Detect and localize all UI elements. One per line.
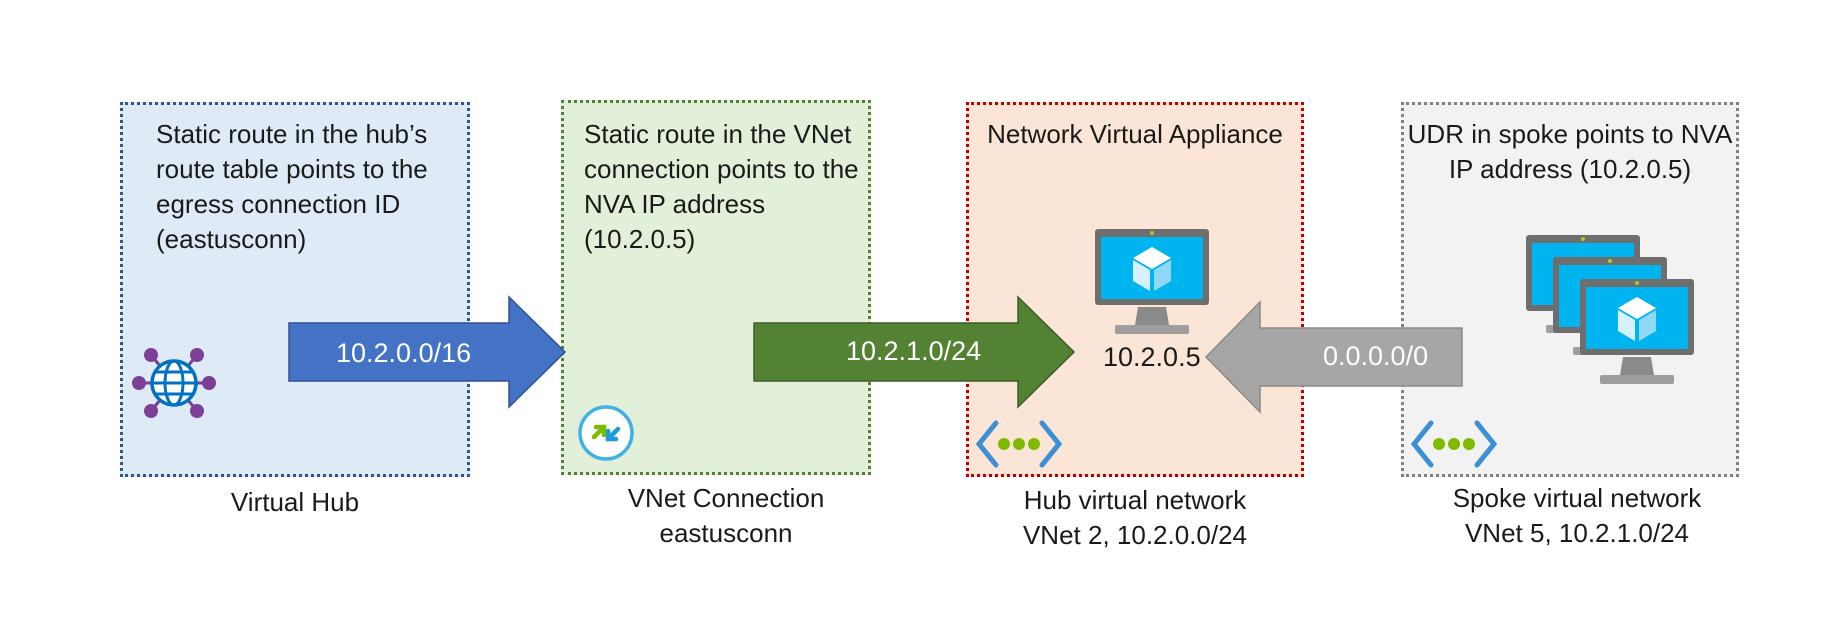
route-arrow-vnet-to-nva	[753, 295, 1076, 409]
hub-vnet-caption: Hub virtual network VNet 2, 10.2.0.0/24	[966, 483, 1304, 553]
hub-vnet-caption-line2: VNet 2, 10.2.0.0/24	[1022, 520, 1248, 550]
virtual-machine-icon	[1095, 229, 1209, 334]
hub-vnet-caption-line1: Hub virtual network	[1023, 485, 1247, 515]
vnet-connection-box: Static route in the VNet connection poin…	[561, 100, 871, 475]
virtual-network-icon	[975, 420, 1063, 468]
route-arrow-hub-to-vnet	[288, 295, 567, 409]
nva-title: Network Virtual Appliance	[987, 119, 1283, 149]
vnet-connection-caption-line1: VNet Connection	[627, 483, 825, 513]
route-label-hub-to-vnet: 10.2.0.0/16	[336, 338, 472, 368]
vnet-connection-description: Static route in the VNet connection poin…	[584, 119, 859, 254]
virtual-machine-stack-icon	[1526, 235, 1694, 384]
virtual-hub-globe-icon	[132, 348, 216, 418]
route-arrow-spoke-to-nva	[1204, 300, 1463, 414]
virtual-network-icon	[1410, 420, 1498, 468]
vnet-connection-icon	[578, 405, 634, 461]
route-label-vnet-to-nva: 10.2.1.0/24	[846, 336, 982, 366]
nva-ip-address: 10.2.0.5	[1103, 342, 1201, 372]
virtual-hub-caption: Virtual Hub	[140, 485, 450, 520]
virtual-hub-description: Static route in the hub’s route table po…	[156, 119, 428, 254]
vnet-connection-caption: VNet Connection eastusconn	[561, 481, 891, 551]
virtual-hub-box: Static route in the hub’s route table po…	[120, 102, 470, 477]
route-label-spoke-to-nva: 0.0.0.0/0	[1323, 341, 1429, 371]
spoke-vnet-caption-line1: Spoke virtual network	[1452, 483, 1702, 513]
spoke-box: UDR in spoke points to NVA IP address (1…	[1401, 102, 1739, 477]
nva-box: Network Virtual Appliance 10.2.0.5	[966, 102, 1304, 477]
spoke-vnet-caption: Spoke virtual network VNet 5, 10.2.1.0/2…	[1401, 481, 1753, 551]
virtual-hub-caption-text: Virtual Hub	[230, 487, 360, 517]
spoke-description: UDR in spoke points to NVA IP address (1…	[1407, 119, 1733, 184]
spoke-vnet-caption-line2: VNet 5, 10.2.1.0/24	[1464, 518, 1690, 548]
vnet-connection-caption-line2: eastusconn	[659, 518, 793, 548]
